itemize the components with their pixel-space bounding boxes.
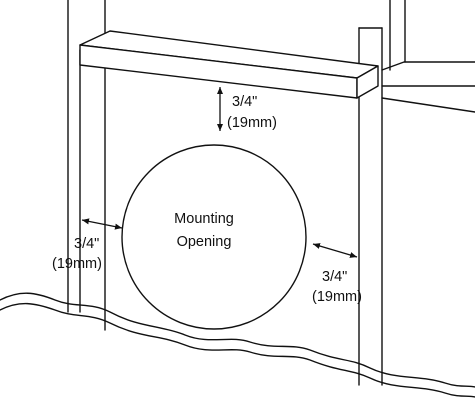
break-lines <box>0 292 475 398</box>
left-clearance-metric: (19mm) <box>52 256 102 272</box>
header-board <box>79 30 379 99</box>
right-clearance-dimension: 3/4" (19mm) <box>312 243 362 305</box>
mounting-opening <box>121 144 307 330</box>
opening-label-line1: Mounting <box>174 211 234 227</box>
right-clearance-metric: (19mm) <box>312 289 362 305</box>
opening-label: Mounting Opening <box>174 211 234 250</box>
top-clearance-metric: (19mm) <box>227 115 277 131</box>
left-clearance-arrow <box>81 218 123 230</box>
right-clearance-arrow <box>312 243 358 258</box>
side-board <box>381 61 475 113</box>
top-clearance-fraction: 3/4" <box>232 94 257 110</box>
far-right-stud <box>389 0 406 71</box>
right-clearance-fraction: 3/4" <box>322 269 347 285</box>
opening-label-line2: Opening <box>177 234 232 250</box>
top-clearance-dimension: 3/4" (19mm) <box>217 87 277 131</box>
left-clearance-dimension: 3/4" (19mm) <box>52 218 123 272</box>
left-clearance-fraction: 3/4" <box>74 236 99 252</box>
